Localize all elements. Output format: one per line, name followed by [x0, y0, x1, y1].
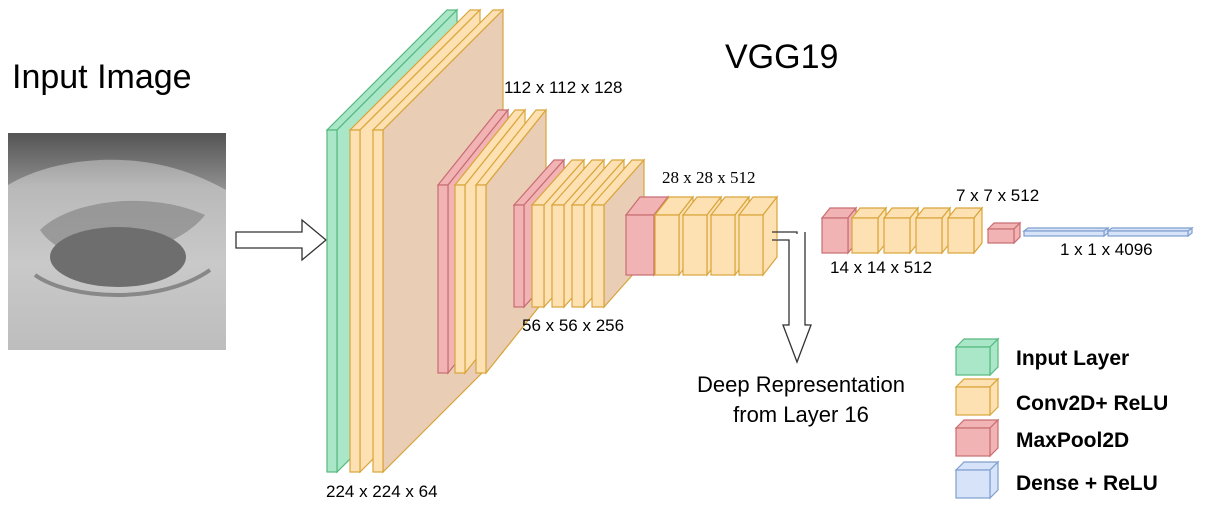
input-image-title: Input Image: [12, 58, 192, 97]
deep-representation-label: Deep Representation from Layer 16: [676, 370, 926, 430]
block-conv5-3: [916, 208, 950, 253]
block-conv4-4: [739, 197, 777, 275]
dim-label-56: 56 x 56 x 256: [522, 316, 624, 336]
block-conv5-1: [852, 208, 886, 253]
legend-swatch-1: [956, 379, 998, 415]
legend-swatch-0: [956, 339, 998, 375]
dim-label-14: 14 x 14 x 512: [830, 258, 932, 278]
legend-label-conv: Conv2D+ ReLU: [1016, 392, 1168, 416]
deep-arrow-body: [772, 232, 811, 362]
network-title: VGG19: [725, 38, 838, 77]
legend-label-dense: Dense + ReLU: [1016, 472, 1158, 496]
legend-label-maxpool: MaxPool2D: [1016, 429, 1129, 453]
dim-label-112: 112 x 112 x 128: [504, 78, 622, 98]
block-pool5: [988, 223, 1020, 243]
block-dense-1: [1024, 228, 1108, 236]
input-eye-image: [8, 133, 226, 350]
legend-swatch-3: [956, 462, 998, 498]
dim-label-28: 28 x 28 x 512: [662, 168, 756, 188]
input-arrow: [236, 220, 326, 260]
dim-label-7: 7 x 7 x 512: [956, 186, 1039, 206]
dim-label-224: 224 x 224 x 64: [326, 482, 438, 502]
legend-label-input: Input Layer: [1016, 347, 1129, 371]
block-conv5-2: [884, 208, 918, 253]
block-dense-2: [1108, 228, 1192, 236]
block-conv5-4: [948, 208, 982, 253]
block-pool4: [822, 208, 856, 253]
legend-swatch-2: [956, 420, 998, 456]
legend: [956, 339, 998, 498]
dim-label-1: 1 x 1 x 4096: [1060, 240, 1153, 260]
